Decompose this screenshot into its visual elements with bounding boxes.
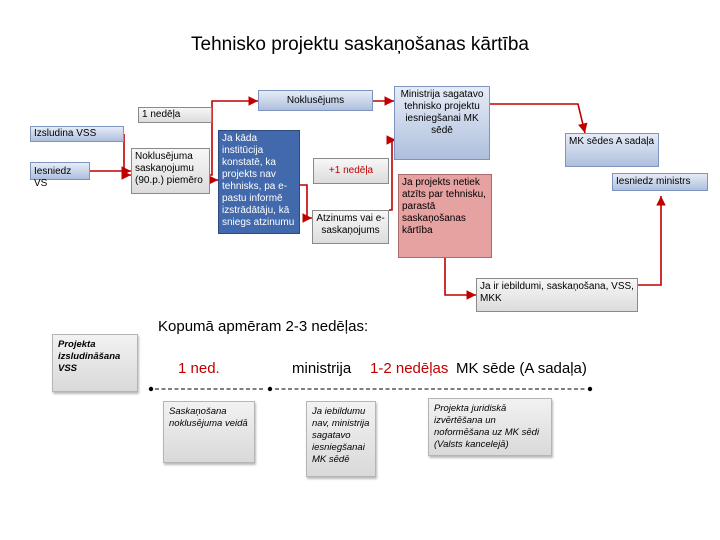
arrow-to-noklusejums	[210, 96, 258, 176]
node-noklusejuma-saskanojumu: Noklusējuma saskaņojumu (90.p.) piemēro	[131, 148, 210, 194]
timeline-dot-mid	[267, 386, 273, 392]
timeline-dot-start	[148, 386, 154, 392]
node-ja-projekts: Ja projekts netiek atzīts par tehnisku, …	[398, 174, 492, 258]
arrow-izsludina-to-noklusejuma	[121, 134, 131, 180]
timeline-1-ned: 1 ned.	[178, 360, 220, 377]
node-iesniedz-vs: Iesniedz VS	[30, 162, 90, 189]
timeline-ministrija: ministrija	[292, 360, 352, 377]
arrow-ja-projekts-to-iebildumi	[444, 258, 476, 300]
node-ministrija-sagatavo: Ministrija sagatavo tehnisko projektu ie…	[394, 86, 490, 160]
arrow-ministrija-to-mk	[490, 103, 588, 134]
node-mk-sedes: MK sēdes A sadaļa	[565, 133, 659, 167]
timeline-mk-sede: MK sēde (A sadaļa)	[456, 360, 587, 377]
arrow-iebildumi-to-ministrs	[638, 196, 666, 286]
node-noklusejums: Noklusējums	[258, 90, 373, 111]
page-title: Tehnisko projektu saskaņošanas kārtība	[191, 34, 529, 55]
note-projekta-juridiska: Projekta juridiskā izvērtēšana un noform…	[428, 398, 552, 456]
node-iebildumi: Ja ir iebildumi, saskaņošana, VSS, MKK	[476, 278, 638, 312]
timeline-dot-end	[587, 386, 593, 392]
node-1-nedela: 1 nedēļa	[138, 107, 212, 123]
timeline-kopuma: Kopumā apmēram 2-3 nedēļas:	[158, 318, 369, 335]
timeline-1-2-nedelas: 1-2 nedēļas	[370, 360, 449, 377]
node-iesniedz-ministrs: Iesniedz ministrs	[612, 173, 708, 191]
node-atzinums: Atzinums vai e-saskaņojums	[312, 210, 389, 244]
node-ja-kada-instituc: Ja kāda institūcija konstatē, ka projekt…	[218, 130, 300, 234]
node-izsludina-vss: Izsludina VSS	[30, 126, 124, 142]
note-projekta-izsludinasana: Projekta izsludināšana VSS	[52, 334, 138, 392]
node-plus-1-nedela: +1 nedēļa	[313, 158, 389, 184]
arrow-ja-kada-to-atzinums	[300, 184, 312, 223]
note-ja-iebildumu-nav: Ja iebildumu nav, ministrija sagatavo ie…	[306, 401, 376, 477]
note-saskanosana: Saskaņošana noklusējuma veidā	[163, 401, 255, 463]
